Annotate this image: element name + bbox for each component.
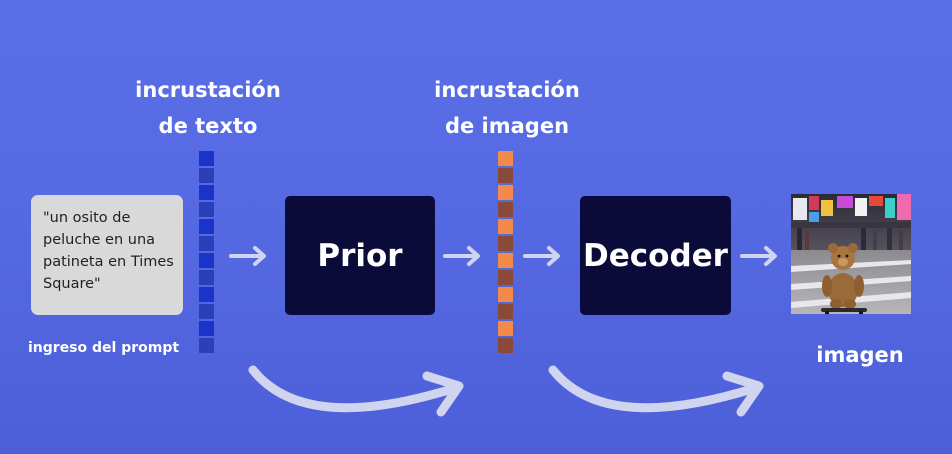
image-embedding-label: incrustación de imagen xyxy=(427,72,587,144)
embedding-cell xyxy=(199,287,214,302)
image-label: imagen xyxy=(816,343,904,367)
embedding-cell xyxy=(498,168,513,183)
prompt-line: peluche en una xyxy=(43,232,156,248)
text-embedding-label-line2: de texto xyxy=(158,114,258,138)
embedding-cell xyxy=(199,219,214,234)
embedding-cell xyxy=(199,304,214,319)
embedding-cell xyxy=(498,219,513,234)
text-embedding-label-line1: incrustación xyxy=(135,78,281,102)
embedding-cell xyxy=(199,185,214,200)
output-image xyxy=(791,194,911,314)
right-arrow-icon xyxy=(740,246,777,266)
decoder-block: Decoder xyxy=(580,196,731,315)
embedding-cell xyxy=(199,202,214,217)
embedding-cell xyxy=(498,202,513,217)
right-arrow-icon xyxy=(443,246,480,266)
embedding-cell xyxy=(498,151,513,166)
curved-arrow-icon xyxy=(248,365,464,417)
embedding-cell xyxy=(498,236,513,251)
prompt-line: patineta en Times xyxy=(43,254,174,270)
prior-block: Prior xyxy=(285,196,435,315)
embedding-cell xyxy=(498,321,513,336)
prompt-input-label: ingreso del prompt xyxy=(28,340,180,356)
image-embedding-label-line2: de imagen xyxy=(444,114,570,138)
image-embedding-label-line1: incrustación xyxy=(434,78,580,102)
embedding-cell xyxy=(199,338,214,353)
embedding-cell xyxy=(199,151,214,166)
prompt-line: Square" xyxy=(43,276,101,292)
embedding-cell xyxy=(498,185,513,200)
embedding-cell xyxy=(498,287,513,302)
image-embedding-vector xyxy=(498,151,513,353)
right-arrow-icon xyxy=(523,246,560,266)
embedding-cell xyxy=(199,168,214,183)
embedding-cell xyxy=(498,304,513,319)
teddy-bear-image xyxy=(791,194,911,314)
embedding-cell xyxy=(199,270,214,285)
curved-arrow-icon xyxy=(548,365,764,417)
embedding-cell xyxy=(199,253,214,268)
embedding-cell xyxy=(498,253,513,268)
embedding-cell xyxy=(498,338,513,353)
embedding-cell xyxy=(199,321,214,336)
prompt-box: "un osito de peluche en una patineta en … xyxy=(31,195,183,315)
embedding-cell xyxy=(498,270,513,285)
text-embedding-label: incrustación de texto xyxy=(128,72,288,144)
right-arrow-icon xyxy=(229,246,266,266)
embedding-cell xyxy=(199,236,214,251)
prompt-line: "un osito de xyxy=(43,210,131,226)
text-embedding-vector xyxy=(199,151,214,353)
